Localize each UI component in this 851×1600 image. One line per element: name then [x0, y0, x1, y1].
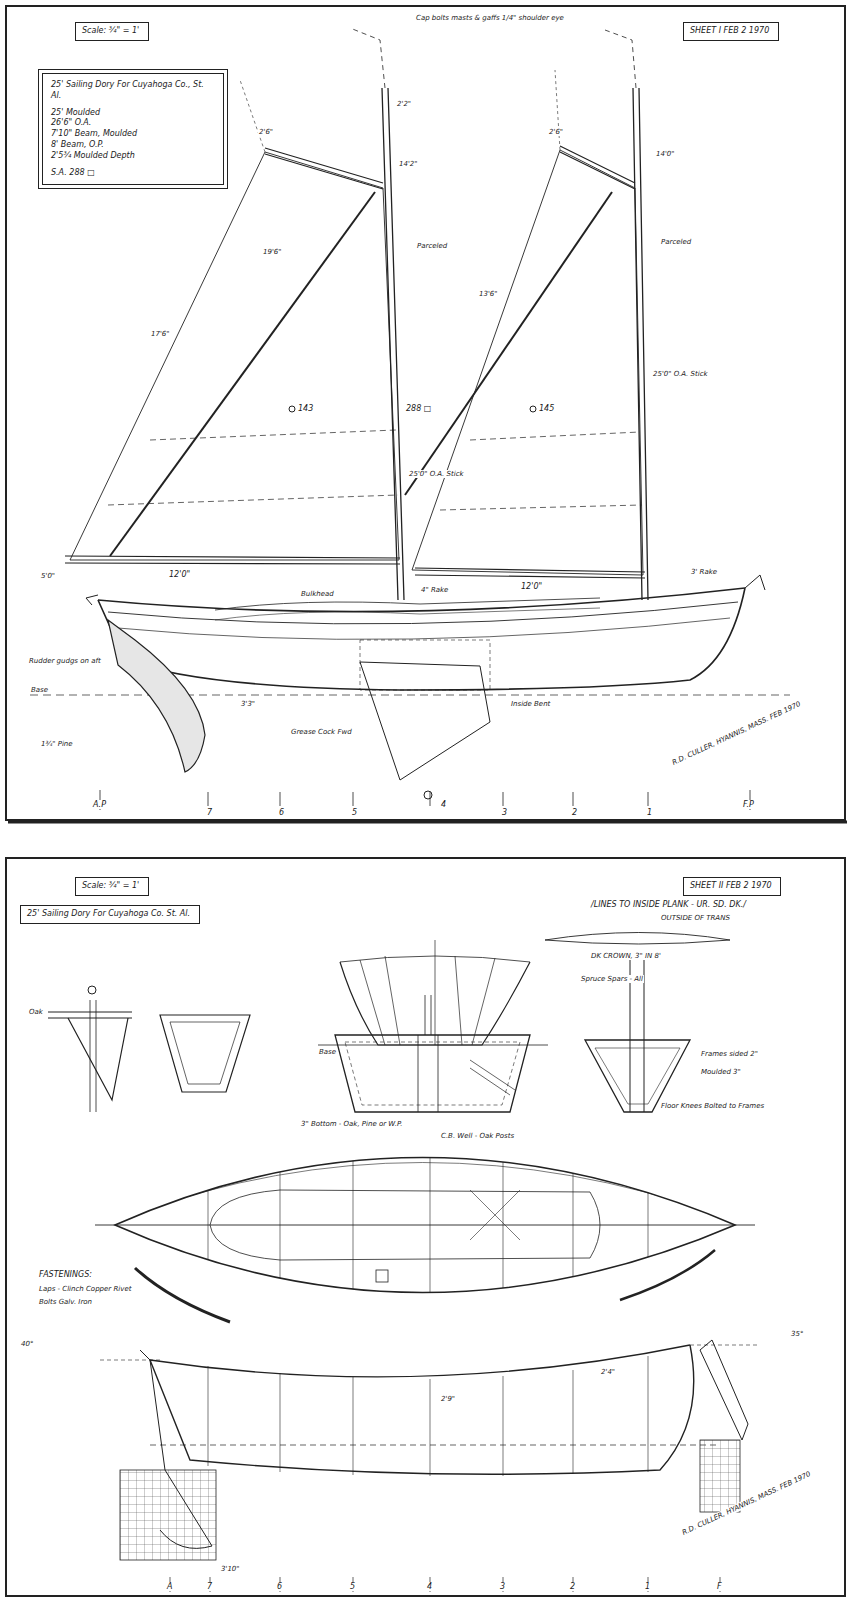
drawing-label: 3'10"	[220, 1565, 241, 1573]
drawing-label: DK CROWN, 3" IN 8'	[590, 952, 662, 960]
drawing-label: 5'0"	[40, 572, 56, 580]
spec-line: 25' Moulded	[51, 108, 215, 119]
drawing-label: 2'9"	[440, 1395, 456, 1403]
drawing-label: C.B. Well - Oak Posts	[440, 1132, 515, 1140]
drawing-label: 2'6"	[548, 128, 564, 136]
drawing-label: Floor Knees Bolted to Frames	[660, 1102, 765, 1110]
spec-line: S.A. 288 □	[51, 168, 215, 179]
drawing-label: Oak	[28, 1008, 44, 1016]
drawing-label: 3' Rake	[690, 568, 718, 576]
spec-line: 2'5¾ Moulded Depth	[51, 151, 215, 162]
drawing-label: 4" Rake	[420, 586, 449, 594]
node-title: 25' Sailing Dory For Cuyahoga Co., St. A…	[51, 80, 215, 102]
drawing-label: 143	[297, 404, 314, 413]
drawing-label: 1¾" Pine	[40, 740, 74, 748]
drawing-label: 6	[278, 808, 285, 817]
spec-line: 8' Beam, O.P.	[51, 140, 215, 151]
drawing-label: 12'0"	[168, 570, 191, 579]
drawing-label: 2'6"	[258, 128, 274, 136]
drawing-label: 14'0"	[655, 150, 676, 158]
title-box: SHEET II FEB 2 1970	[683, 877, 781, 896]
node-title: SHEET II FEB 2 1970	[690, 881, 774, 892]
node-title: SHEET I FEB 2 1970	[690, 26, 772, 37]
spec-line: 7'10" Beam, Moulded	[51, 129, 215, 140]
drawing-label: Base	[30, 686, 49, 694]
drawing-label: 145	[538, 404, 555, 413]
drawing-label: 12'0"	[520, 582, 543, 591]
drawing-label: Moulded 3"	[700, 1068, 742, 1076]
drawing-label: 3	[499, 1582, 506, 1591]
node-title: Scale: ¾" = 1'	[82, 881, 142, 892]
drawing-label: 3	[501, 808, 508, 817]
title-box: 25' Sailing Dory For Cuyahoga Co. St. Al…	[20, 905, 200, 924]
drawing-label: Grease Cock Fwd	[290, 728, 353, 736]
drawing-label: 2	[569, 1582, 576, 1591]
drawing-label: 3" Bottom - Oak, Pine or W.P.	[300, 1120, 403, 1128]
drawing-label: 4	[426, 1582, 433, 1591]
spec-line: 26'6" O.A.	[51, 118, 215, 129]
drawing-label: R.D. CULLER, HYANNIS, MASS. FEB 1970	[670, 700, 803, 768]
drawing-label: 2'4"	[600, 1368, 616, 1376]
drawing-label: FASTENINGS:	[38, 1270, 93, 1279]
drawing-label: 13'6"	[478, 290, 499, 298]
drawing-label: 1	[646, 808, 653, 817]
drawing-label: 7	[206, 808, 213, 817]
drawing-label: Frames sided 2"	[700, 1050, 759, 1058]
drawing-label: 288 □	[405, 404, 432, 413]
drawing-label: Bulkhead	[300, 590, 335, 598]
drawing-label: 25'0" O.A. Stick	[652, 370, 709, 378]
drawing-label: 2'2"	[396, 100, 412, 108]
drawing-label: /LINES TO INSIDE PLANK - UR. SD. DK./	[590, 900, 747, 909]
drawing-label: A	[166, 1582, 173, 1591]
drawing-label: 2	[571, 808, 578, 817]
drawing-label: 3'3"	[240, 700, 256, 708]
drawing-label: 5	[351, 808, 358, 817]
drawing-label: 19'6"	[262, 248, 283, 256]
drawing-label: 17'6"	[150, 330, 171, 338]
drawing-label: Cap bolts masts & gaffs 1/4" shoulder ey…	[415, 14, 565, 22]
drawing-label: Laps - Clinch Copper Rivet	[38, 1285, 132, 1293]
drawing-label: Inside Bent	[510, 700, 551, 708]
drawing-label: Rudder gudgs on aft	[28, 657, 102, 665]
drawing-label: F	[716, 1582, 723, 1591]
drawing-label: 6	[276, 1582, 283, 1591]
drawing-label: A.P	[92, 800, 107, 809]
drawing-label: Bolts Galv. Iron	[38, 1298, 93, 1306]
drawing-label: Parceled	[416, 242, 448, 250]
title-block: 25' Sailing Dory For Cuyahoga Co., St. A…	[42, 73, 224, 185]
drawing-label: 40°	[20, 1340, 34, 1348]
drawing-label: OUTSIDE OF TRANS	[660, 914, 731, 922]
drawing-label: 14'2"	[398, 160, 419, 168]
drawing-label: 35°	[790, 1330, 804, 1338]
drawing-label: Base	[318, 1048, 337, 1056]
drawing-label: Parceled	[660, 238, 692, 246]
drawing-label: F.P	[742, 800, 755, 809]
drawing-label: 4	[440, 800, 447, 809]
drawing-label: 7	[206, 1582, 213, 1591]
drawing-label: Spruce Spars - All	[580, 975, 644, 983]
drawing-label: 25'0" O.A. Stick	[408, 470, 465, 478]
node-title: 25' Sailing Dory For Cuyahoga Co. St. Al…	[27, 909, 193, 920]
node-title: Scale: ¾" = 1'	[82, 26, 142, 37]
drawing-label: 5	[349, 1582, 356, 1591]
title-box: Scale: ¾" = 1'	[75, 877, 149, 896]
title-box: SHEET I FEB 2 1970	[683, 22, 779, 41]
title-box: Scale: ¾" = 1'	[75, 22, 149, 41]
drawing-label: 1	[644, 1582, 651, 1591]
